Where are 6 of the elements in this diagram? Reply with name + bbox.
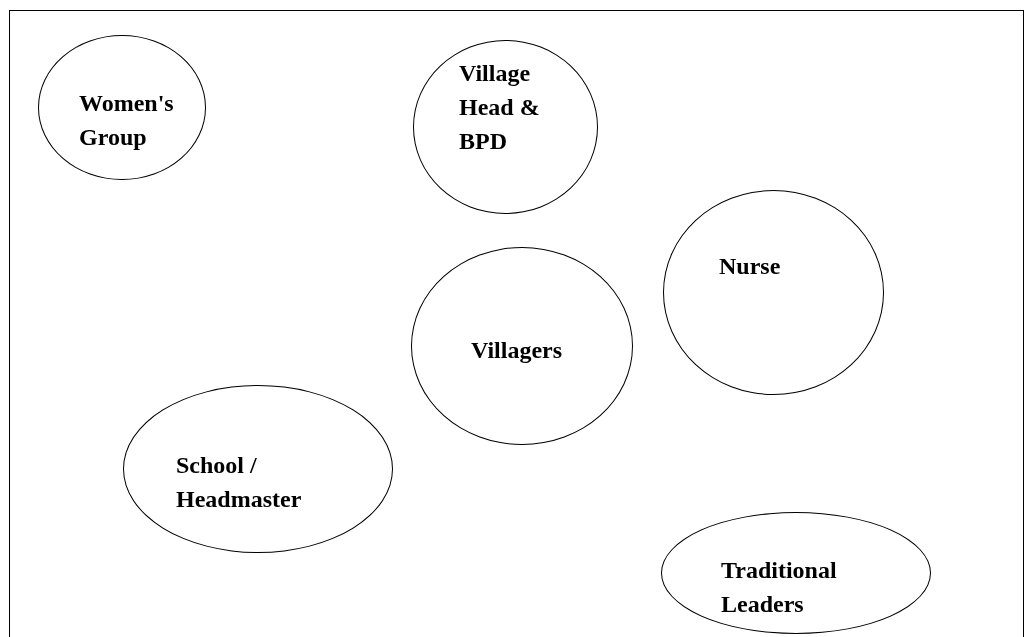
stakeholder-label: Traditional Leaders: [721, 556, 838, 619]
stakeholder-label: Nurse: [719, 252, 782, 281]
stakeholder-label: Women's Group: [79, 89, 175, 152]
stakeholder-label: Villagers: [471, 336, 564, 365]
stakeholder-label: School / Headmaster: [176, 451, 303, 514]
stakeholder-label: Village Head & BPD: [459, 59, 541, 156]
